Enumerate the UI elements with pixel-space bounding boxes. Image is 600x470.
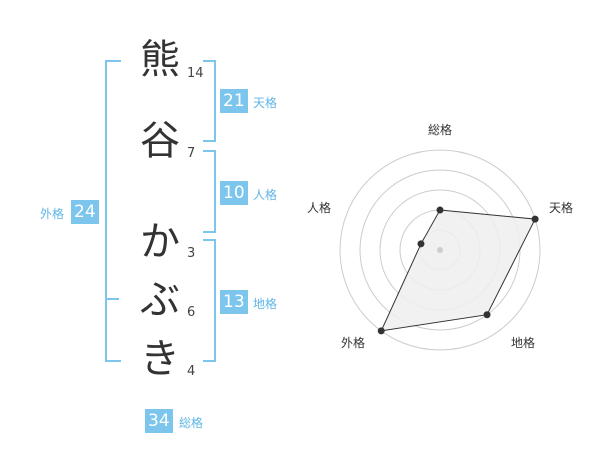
radar-label-soukaku: 総格: [428, 123, 453, 137]
radar-point-gaikaku: [377, 327, 385, 335]
gaikaku-value: 24: [71, 200, 99, 224]
jinkaku-bracket: [203, 150, 216, 233]
jinkaku-label: 人格: [253, 188, 278, 202]
chikaku-label: 地格: [253, 297, 278, 311]
radar-label-tenkaku: 天格: [549, 201, 574, 215]
name-char-4: ぶ: [140, 277, 180, 323]
stroke-count-4: 6: [187, 305, 196, 320]
radar-point-chikaku: [483, 311, 491, 319]
radar-center-dot: [437, 247, 443, 253]
radar-label-gaikaku: 外格: [341, 336, 366, 350]
stroke-count-2: 7: [187, 146, 196, 161]
gaikaku-bracket-divider: [105, 298, 119, 300]
name-char-2: 谷: [140, 118, 180, 164]
radar-polygon: [380, 209, 536, 332]
radar-point-soukaku: [436, 206, 444, 214]
gaikaku-label: 外格: [40, 207, 65, 221]
radar-point-tenkaku: [531, 215, 539, 223]
tenkaku-value: 21: [220, 89, 248, 113]
stroke-count-1: 14: [187, 66, 204, 81]
radar-points: [377, 206, 539, 335]
chikaku-bracket: [203, 239, 216, 362]
gaikaku-bracket: [105, 60, 121, 362]
radar-label-chikaku: 地格: [511, 336, 536, 350]
name-char-5: き: [140, 336, 180, 382]
radar-ring-5: [339, 149, 541, 351]
radar-point-jinkaku: [417, 240, 425, 248]
chikaku-value: 13: [220, 290, 248, 314]
tenkaku-bracket: [203, 60, 216, 142]
jinkaku-value: 10: [220, 181, 248, 205]
soukaku-value: 34: [145, 409, 173, 433]
name-char-1: 熊: [140, 37, 180, 83]
tenkaku-label: 天格: [253, 96, 278, 110]
radar-label-jinkaku: 人格: [307, 201, 332, 215]
soukaku-label: 総格: [179, 416, 204, 430]
stroke-count-3: 3: [187, 246, 196, 261]
stroke-count-5: 4: [187, 364, 196, 379]
name-char-3: か: [140, 219, 180, 265]
